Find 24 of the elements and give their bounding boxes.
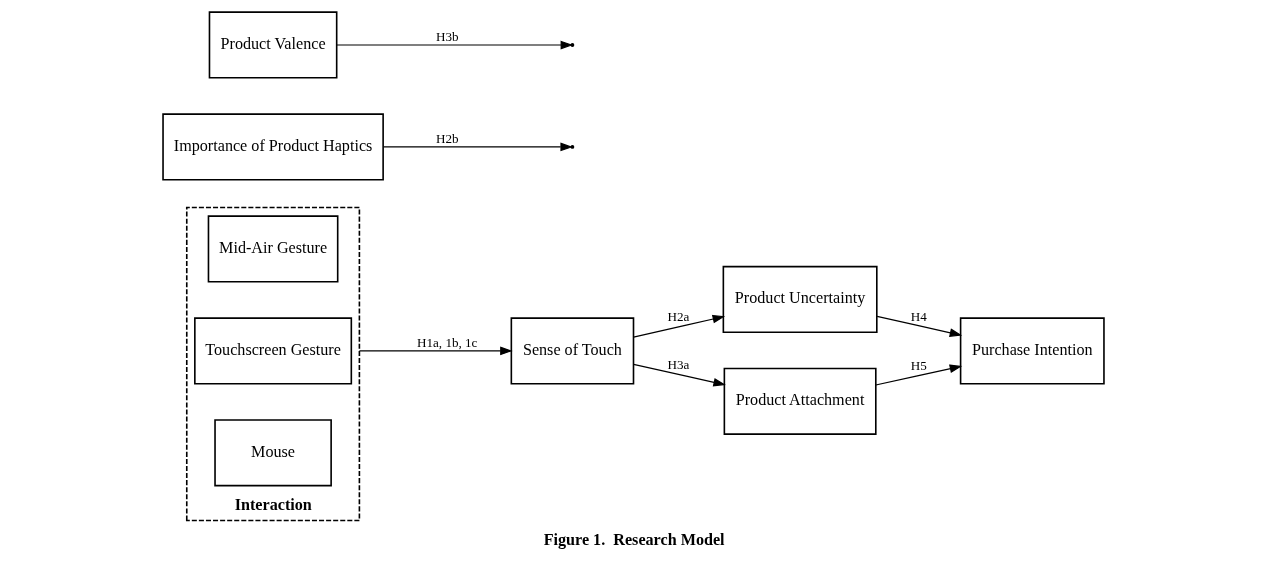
node-box: Mouse xyxy=(213,419,332,487)
arrow xyxy=(382,142,573,152)
node-box: Importance of Product Haptics xyxy=(161,113,384,181)
node-box: Sense of Touch xyxy=(510,317,634,385)
node-box: Product Attachment xyxy=(723,367,877,435)
node-box: Purchase Intention xyxy=(959,317,1105,385)
node-box: Product Uncertainty xyxy=(722,265,878,333)
node-box: Product Valence xyxy=(208,11,337,79)
arrow xyxy=(335,40,573,50)
edge-label: H3a xyxy=(667,357,689,373)
edge-label: H3b xyxy=(435,29,459,45)
caption: Figure 1. Research Model xyxy=(543,530,725,548)
node-box: Touchscreen Gesture xyxy=(193,317,352,385)
edge-label: H4 xyxy=(910,309,927,325)
edge-label: H2a xyxy=(667,309,689,325)
edge-label: H5 xyxy=(910,358,927,374)
arrow xyxy=(876,315,962,337)
arrow xyxy=(358,346,513,356)
arrow xyxy=(874,364,962,386)
edge-label: H1a, 1b, 1c xyxy=(416,335,477,351)
arrow xyxy=(632,363,726,387)
edge-label: H2b xyxy=(435,131,459,147)
node-box: Mid-Air Gesture xyxy=(207,215,338,283)
arrow xyxy=(632,314,725,338)
